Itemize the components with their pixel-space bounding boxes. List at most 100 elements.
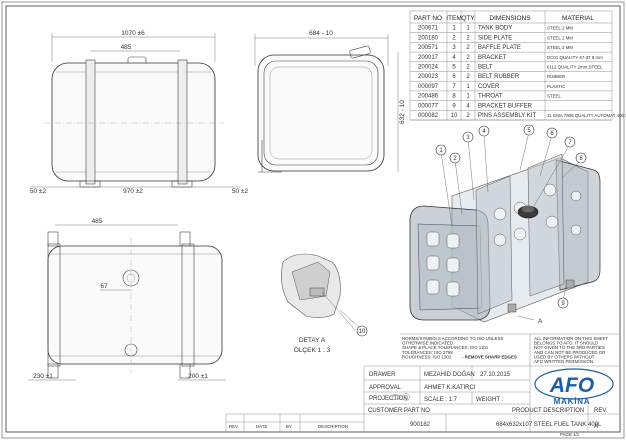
balloon-label: 2 <box>453 156 457 162</box>
notes-block: NORMS/SYMBOLS ACCORDING TO ISO UNLESSOTH… <box>400 333 620 366</box>
rev-col-rev: REV. <box>229 424 239 429</box>
title-projection-label: PROJECTION <box>369 396 408 402</box>
balloon-5: 5 <box>523 124 535 136</box>
bom-cell-qty: 1 <box>466 26 470 32</box>
general-note-line: TOLERANCES: ISO 2768 <box>402 350 453 355</box>
dim-plan-inner: 485 <box>92 218 103 225</box>
bom-cell-part-no: 200180 <box>418 35 439 41</box>
balloon-3: 3 <box>462 131 474 143</box>
title-drawer-name: MEZAHİD DOĞAN <box>424 371 475 378</box>
balloon-10: 10 <box>356 325 368 337</box>
iso-belt-1 <box>475 175 513 315</box>
balloon-label: 5 <box>527 128 531 134</box>
bom-cell-dimensions: SIDE PLATE <box>478 35 512 41</box>
dim-plan-left: 230 ±1 <box>33 373 53 380</box>
detail-a-view: DETAY A ÖLÇEK 1 : 3 <box>281 253 356 354</box>
dim-left-offset: 50 ±2 <box>30 188 47 195</box>
balloon-label: 10 <box>359 329 366 335</box>
title-customer-part-label: CUSTOMER PART NO <box>368 408 430 414</box>
dim-top-width: 1070 ±6 <box>121 30 145 37</box>
balloon-label: 3 <box>466 135 470 141</box>
bom-cell-item: 10 <box>451 113 458 119</box>
bom-cell-dimensions: COVER <box>478 84 500 90</box>
bom-cell-item: 8 <box>452 94 456 100</box>
bom-cell-material: STEEL <box>547 94 561 99</box>
title-page: PAGE 1/1 <box>560 432 580 437</box>
bom-header-qty: QTY <box>461 15 475 22</box>
balloon-label: 1 <box>439 148 443 154</box>
title-product-desc: 684x632x107 STEEL FUEL TANK 400L <box>496 422 602 428</box>
title-block: DRAWER MEZAHİD DOĞAN 27.10.2015 APPROVAL… <box>225 365 620 437</box>
dim-bottom-width: 970 ±2 <box>123 188 143 195</box>
tank-side-outer <box>257 54 385 172</box>
bom-header-dimensions: DIMENSIONS <box>489 15 531 22</box>
bom-cell-material: PLASTIC <box>547 84 565 89</box>
bom-cell-item: 6 <box>452 74 456 80</box>
bom-cell-qty: 2 <box>466 35 470 41</box>
copyright-note-line: AFO WRITTEN PERMISSION. <box>534 359 594 364</box>
bom-cell-qty: 2 <box>466 74 470 80</box>
logo-sub: MAKİNA <box>554 397 591 406</box>
detail-label: DETAY A <box>299 337 326 344</box>
bom-cell-material: 11 GMA 7808 QUALITY AUTOMAT 400 STEEL <box>547 113 626 118</box>
bom-cell-part-no: 200486 <box>418 94 439 100</box>
balloon-label: 9 <box>561 301 565 307</box>
title-customer-part-no: 900182 <box>410 422 431 428</box>
bom-cell-item: 2 <box>452 35 456 41</box>
title-rev-label: REV. <box>594 408 608 414</box>
general-note-line: SHAPE & PLACE TOLERANCES: ISO 1101 <box>402 345 489 350</box>
iso-side-plate-back <box>555 159 601 291</box>
rev-col-description: DESCRIPTION <box>318 424 348 429</box>
balloon-1: 1 <box>435 144 447 156</box>
bom-cell-material: STEEL 2 MM <box>547 35 573 40</box>
bom-cell-item: 3 <box>452 45 456 51</box>
title-product-desc-label: PRODUCT DESCRIPTION <box>512 408 584 414</box>
title-drawer-label: DRAWER <box>369 372 396 378</box>
bom-cell-part-no: 200571 <box>418 45 439 51</box>
bom-cell-dimensions: BAFFLE PLATE <box>478 45 521 51</box>
bom-cell-dimensions: THROAT <box>478 94 503 100</box>
copyright-note-line: USED BY OTHERS WITHOUT <box>534 354 595 359</box>
dim-plan-mid: 67 <box>100 283 108 290</box>
bom-cell-material: STEEL 2 MM <box>547 26 573 31</box>
general-note-line: NORMS/SYMBOLS ACCORDING TO ISO UNLESS <box>402 336 503 341</box>
rev-col-by: BY <box>286 424 292 429</box>
bom-table: PART NO ITEM QTY DIMENSIONS MATERIAL 200… <box>409 10 626 121</box>
bom-cell-dimensions: BELT <box>478 65 493 71</box>
bom-cell-material: RUBBER <box>547 74 565 79</box>
rev-col-date: DATE <box>256 424 267 429</box>
belt-right-front <box>177 59 188 185</box>
general-note-line: ROUGHNESS: ISO 1302 <box>402 354 452 359</box>
bom-cell-qty: 4 <box>466 103 470 109</box>
bom-cell-material: DC01 QUALITY 67-37 8 mm <box>547 55 603 60</box>
iso-belt-2 <box>527 153 565 297</box>
bom-cell-dimensions: TANK BODY <box>478 26 512 32</box>
bom-cell-item: 9 <box>452 103 456 109</box>
bom-cell-part-no: 000082 <box>418 113 439 119</box>
projection-symbol <box>392 393 410 401</box>
tank-body-front <box>51 62 216 182</box>
bom-cell-dimensions: BRACKET BUFFER <box>478 103 533 109</box>
bom-cell-qty: 2 <box>466 65 470 71</box>
side-elevation-view: 684 - 10 632 - 10 <box>254 30 406 173</box>
bom-cell-item: 1 <box>452 26 456 32</box>
title-date: 27.10.2015 <box>480 372 511 378</box>
dim-side-height: 632 - 10 <box>399 100 406 124</box>
bom-cell-qty: 1 <box>466 94 470 100</box>
balloon-label: 6 <box>550 131 554 137</box>
balloon-9: 9 <box>557 297 569 309</box>
balloon-2: 2 <box>449 152 461 164</box>
bom-cell-part-no: 200017 <box>418 55 439 61</box>
dim-right-offset: 50 ±2 <box>232 188 249 195</box>
copyright-note-line: ALL INFORMATION ON THIS SHEET <box>534 336 608 341</box>
copyright-note-line: BELONGS TO AFO. IT SHOULD <box>534 341 598 346</box>
bom-cell-part-no: 000077 <box>418 103 439 109</box>
title-approval-name: AHMET K.KATIRCI <box>424 385 476 391</box>
bom-cell-material: 6112 QUALITY 2mm,STEEL <box>547 65 603 70</box>
bom-cell-qty: 2 <box>466 113 470 119</box>
bom-cell-part-no: 200023 <box>418 74 439 80</box>
bom-cell-dimensions: BELT RUBBER <box>478 74 520 80</box>
balloon-label: 7 <box>568 140 572 146</box>
bom-cell-item: 4 <box>452 55 456 61</box>
